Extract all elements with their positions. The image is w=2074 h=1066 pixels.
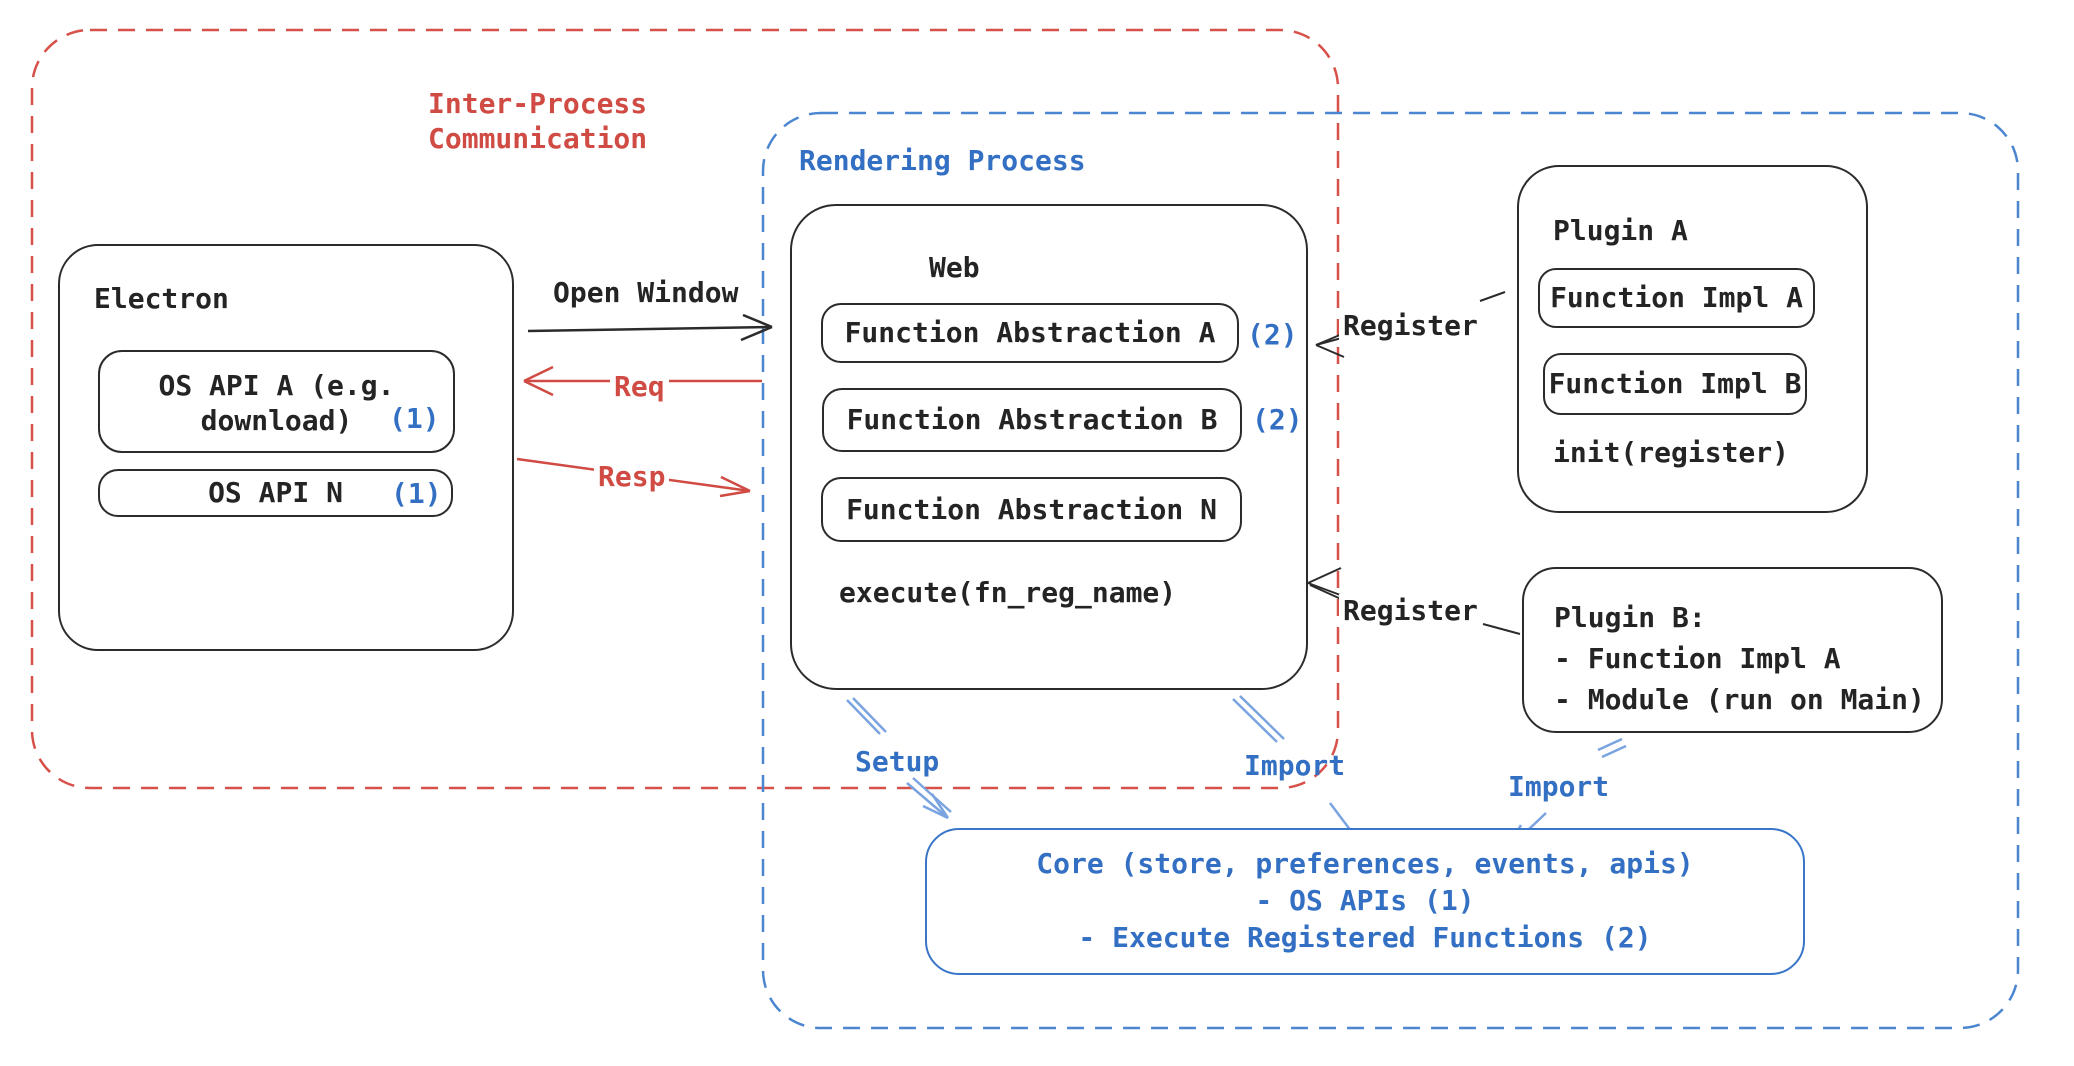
core-box: Core (store, preferences, events, apis) … <box>925 828 1805 975</box>
core-line2: - OS APIs (1) <box>1255 884 1475 917</box>
ipc-group-label-line1: Inter-Process <box>428 87 648 120</box>
function-abstraction-n-label: Function Abstraction N <box>846 492 1217 526</box>
function-abstraction-a-label: Function Abstraction A <box>844 316 1216 349</box>
open-window-arrow <box>527 313 773 342</box>
function-abstraction-n-box: Function Abstraction N <box>821 477 1242 542</box>
function-abstraction-b-label: Function Abstraction B <box>846 403 1218 436</box>
import-web-label: Import <box>1244 749 1346 782</box>
open-window-label: Open Window <box>553 276 739 309</box>
req-label: Req <box>610 370 669 404</box>
setup-arrow <box>846 697 952 820</box>
function-impl-b-label: Function Impl B <box>1548 367 1802 400</box>
function-impl-b-box: Function Impl B <box>1543 353 1807 415</box>
function-abstraction-a-badge: (2) <box>1247 318 1298 351</box>
os-api-a-line1: OS API A (e.g. <box>158 369 395 402</box>
plugin-a-init-label: init(register) <box>1553 436 1790 469</box>
function-impl-a-label: Function Impl A <box>1550 281 1803 314</box>
plugin-b-title: Plugin B: <box>1554 601 1706 634</box>
import-plugin-label: Import <box>1508 770 1610 803</box>
plugin-b-text: Plugin B: - Function Impl A - Module (ru… <box>1554 597 1925 720</box>
ipc-group-border <box>30 28 1340 790</box>
function-abstraction-b-box: Function Abstraction B <box>822 388 1242 452</box>
os-api-a-box: OS API A (e.g. download) <box>98 350 455 453</box>
os-api-a-badge: (1) <box>389 402 440 435</box>
os-api-n-badge: (1) <box>391 477 442 510</box>
electron-title: Electron <box>94 282 229 315</box>
web-execute-label: execute(fn_reg_name) <box>839 576 1177 609</box>
rendering-group-border <box>761 111 2020 1030</box>
ipc-group-label-line2: Communication <box>428 122 648 155</box>
ipc-group-label: Inter-Process Communication <box>428 86 647 156</box>
function-impl-a-box: Function Impl A <box>1538 268 1815 328</box>
web-title: Web <box>929 251 980 284</box>
function-abstraction-b-badge: (2) <box>1252 403 1303 436</box>
core-text: Core (store, preferences, events, apis) … <box>927 845 1803 956</box>
os-api-a-label: OS API A (e.g. download) <box>100 368 453 438</box>
register-top-label: Register <box>1339 309 1482 343</box>
resp-label: Resp <box>594 460 670 494</box>
os-api-n-label: OS API N <box>208 476 343 509</box>
setup-label: Setup <box>855 745 940 778</box>
plugin-b-box: Plugin B: - Function Impl A - Module (ru… <box>1522 567 1943 733</box>
function-abstraction-a-box: Function Abstraction A <box>821 303 1239 363</box>
plugin-b-line1: - Function Impl A <box>1554 642 1841 675</box>
core-line3: - Execute Registered Functions (2) <box>1078 921 1652 954</box>
plugin-a-box <box>1517 165 1868 513</box>
os-api-a-line2: download) <box>200 404 353 437</box>
plugin-a-title: Plugin A <box>1553 214 1688 247</box>
plugin-b-line2: - Module (run on Main) <box>1554 683 1925 716</box>
rendering-group-label: Rendering Process <box>799 144 1086 177</box>
os-api-n-box: OS API N <box>98 469 453 517</box>
core-line1: Core (store, preferences, events, apis) <box>1036 847 1694 880</box>
register-bottom-label: Register <box>1339 594 1482 628</box>
